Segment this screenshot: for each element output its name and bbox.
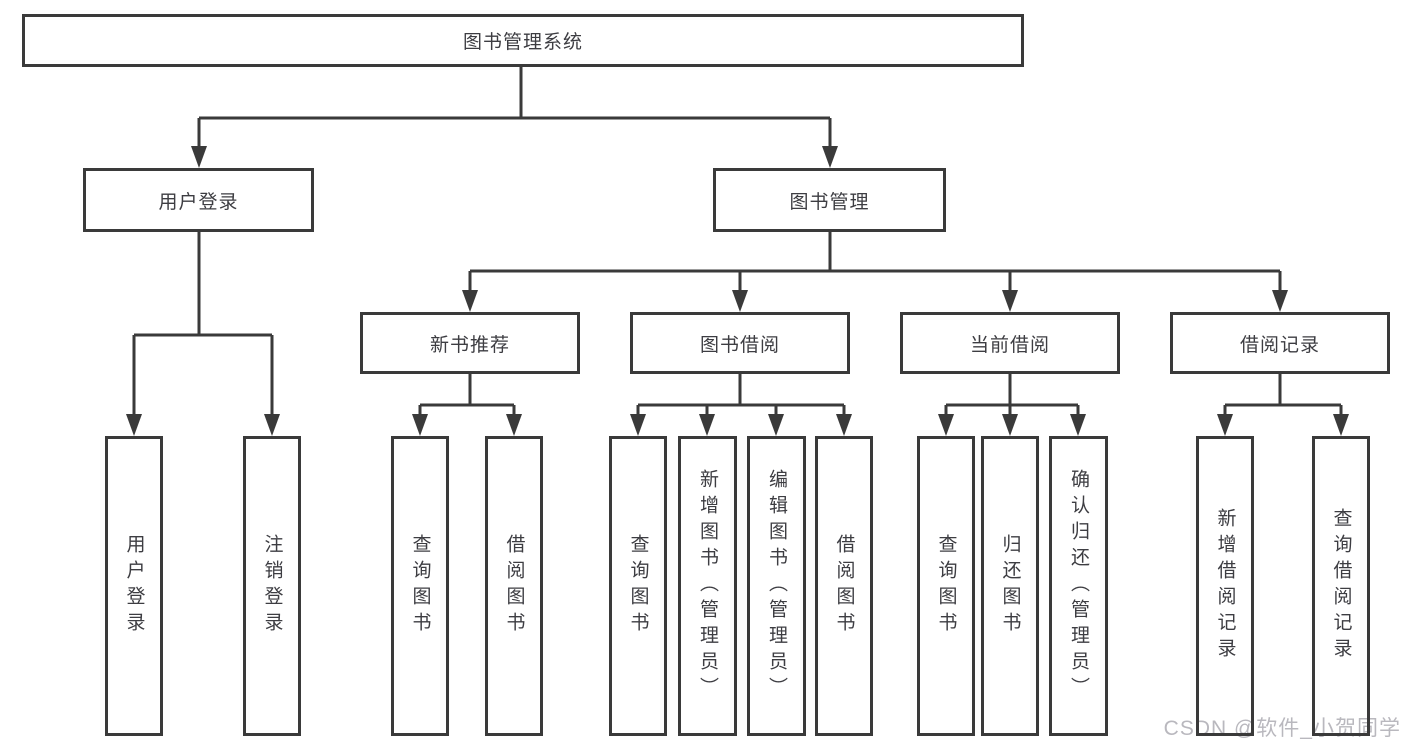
leaf-borrow-books: 借阅图书 [815, 436, 873, 736]
node-label: 归还图书 [999, 534, 1021, 638]
node-borrowing-records: 借阅记录 [1170, 312, 1390, 374]
node-label: 图书管理系统 [462, 32, 583, 53]
node-label: 用户登录 [123, 534, 145, 638]
node-label: 新增图书（管理员） [697, 469, 718, 703]
leaf-edit-books-admin: 编辑图书（管理员） [747, 436, 806, 736]
csdn-watermark: CSDN @软件_小贺同学 [1163, 717, 1401, 740]
leaf-confirm-return-admin: 确认归还（管理员） [1049, 436, 1108, 736]
node-user-login: 用户登录 [83, 168, 314, 232]
leaf-query-books-current: 查询图书 [917, 436, 975, 736]
node-new-book-recommendation: 新书推荐 [360, 312, 580, 374]
node-label: 查询图书 [627, 534, 649, 638]
node-label: 查询图书 [409, 534, 431, 638]
node-label: 当前借阅 [969, 334, 1050, 356]
leaf-borrow-books-recommend: 借阅图书 [485, 436, 543, 736]
node-label: 新书推荐 [429, 334, 510, 356]
leaf-add-borrow-record: 新增借阅记录 [1196, 436, 1254, 736]
node-label: 注销登录 [261, 534, 283, 638]
leaf-user-login: 用户登录 [105, 436, 163, 736]
leaf-query-books-recommend: 查询图书 [391, 436, 449, 736]
leaf-query-borrow-record: 查询借阅记录 [1312, 436, 1370, 736]
node-label: 借阅记录 [1239, 334, 1320, 356]
leaf-logout: 注销登录 [243, 436, 301, 736]
node-book-management: 图书管理 [713, 168, 946, 232]
node-book-borrowing: 图书借阅 [630, 312, 850, 374]
node-label: 查询图书 [935, 534, 957, 638]
leaf-add-books-admin: 新增图书（管理员） [678, 436, 737, 736]
node-library-management-system: 图书管理系统 [22, 14, 1024, 67]
node-label: 确认归还（管理员） [1068, 469, 1089, 703]
leaf-return-books: 归还图书 [981, 436, 1039, 736]
node-label: 查询借阅记录 [1330, 508, 1352, 664]
node-label: 借阅图书 [503, 534, 525, 638]
leaf-query-books-borrowing: 查询图书 [609, 436, 667, 736]
node-current-borrowing: 当前借阅 [900, 312, 1120, 374]
node-label: 借阅图书 [833, 534, 855, 638]
node-label: 用户登录 [158, 191, 239, 213]
arrowheads [126, 146, 1349, 436]
node-label: 新增借阅记录 [1214, 508, 1236, 664]
node-label: 图书借阅 [699, 334, 780, 356]
node-label: 图书管理 [789, 191, 870, 213]
node-label: 编辑图书（管理员） [766, 469, 787, 703]
